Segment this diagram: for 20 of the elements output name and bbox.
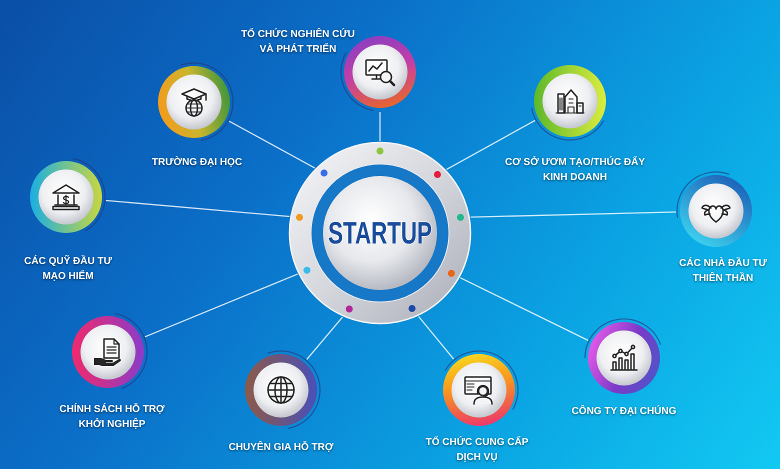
- node-label: CƠ SỞ ƯƠM TẠO/THÚC ĐẨY KINH DOANH: [504, 155, 646, 185]
- node-label: TRƯỜNG ĐẠI HỌC: [152, 155, 242, 170]
- connector-line: [144, 273, 298, 338]
- node-label: CHÍNH SÁCH HỖ TRỢ KHỞI NGHIỆP: [58, 402, 166, 432]
- connector-line: [418, 316, 454, 360]
- connector-line: [306, 316, 344, 360]
- hub-title: STARTUP: [328, 218, 432, 248]
- node-label: TỔ CHỨC CUNG CẤP DỊCH VỤ: [424, 435, 530, 465]
- connector-line: [228, 120, 316, 169]
- connector-line: [470, 211, 676, 218]
- connector-line: [460, 277, 588, 341]
- node-label: CÔNG TY ĐẠI CHÚNG: [572, 404, 676, 419]
- connector-line: [106, 200, 290, 218]
- connector-line: [379, 112, 381, 141]
- node-label: CÁC NHÀ ĐẦU TƯ THIÊN THẦN: [678, 256, 768, 286]
- node-label: TỔ CHỨC NGHIÊN CỨU VÀ PHÁT TRIỂN: [240, 27, 356, 57]
- hub-circle: [288, 141, 472, 325]
- connector-line: [446, 120, 536, 170]
- node-label: CHUYÊN GIA HỖ TRỢ: [228, 440, 334, 455]
- node-label: CÁC QUỸ ĐẦU TƯ MẠO HIỂM: [23, 254, 113, 284]
